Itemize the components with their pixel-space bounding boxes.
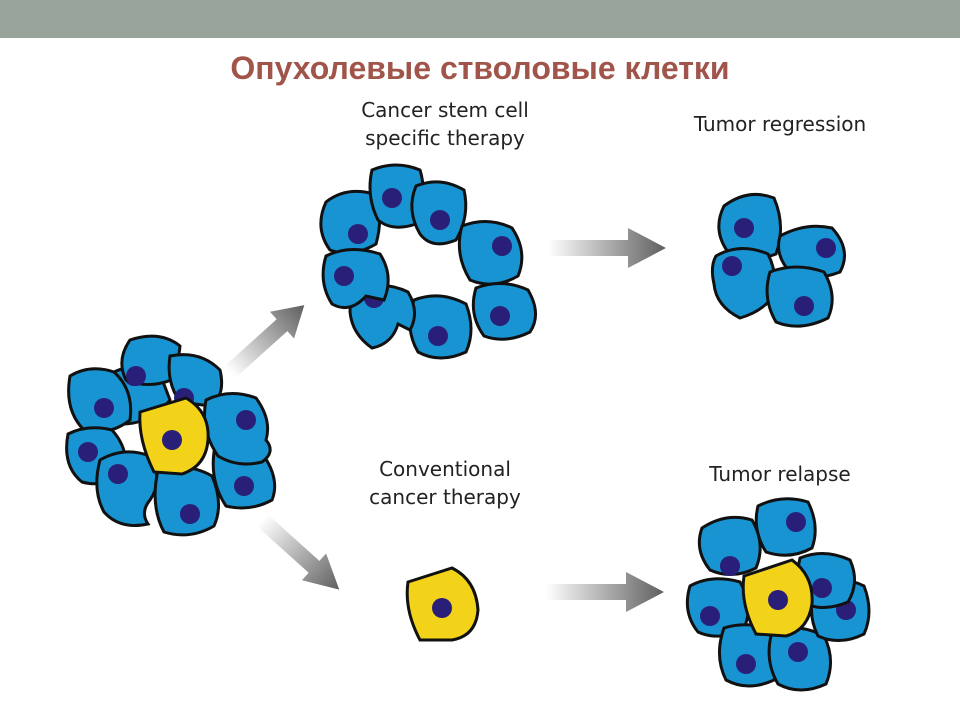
cancer-cell: [408, 294, 473, 360]
nucleus: [234, 476, 254, 496]
cell-body: [754, 497, 817, 557]
nucleus: [162, 430, 182, 450]
nucleus: [126, 366, 146, 386]
cell-body: [321, 248, 390, 310]
slide-title: Опухолевые стволовые клетки: [230, 50, 730, 86]
cancer-cell: [710, 247, 776, 320]
csc-therapy-label-line2: specific therapy: [365, 126, 525, 150]
cancer-cell: [368, 163, 425, 229]
tumor-relapse-label: Tumor relapse: [709, 462, 851, 486]
arrow-to-tumor-relapse: [546, 572, 664, 612]
nucleus: [348, 224, 368, 244]
cell-body: [710, 247, 776, 320]
nucleus: [428, 326, 448, 346]
nucleus: [492, 236, 512, 256]
nucleus: [430, 210, 450, 230]
cancer-cell: [67, 367, 133, 434]
conventional-therapy-label-line2: cancer therapy: [369, 485, 521, 509]
nucleus: [94, 398, 114, 418]
arrow-to-conventional-therapy: [256, 514, 340, 590]
nucleus: [108, 464, 128, 484]
nucleus: [720, 556, 740, 576]
cancer-cell: [717, 192, 782, 260]
cancer-cell: [697, 515, 762, 576]
nucleus: [490, 306, 510, 326]
nucleus: [736, 654, 756, 674]
nucleus: [812, 578, 832, 598]
nucleus: [768, 590, 788, 610]
arrow-to-csc-therapy: [224, 305, 305, 378]
nucleus: [816, 238, 836, 258]
cancer-cell: [410, 180, 468, 246]
nucleus: [180, 504, 200, 524]
nucleus: [382, 188, 402, 208]
cancer-cell: [457, 220, 524, 286]
csc-therapy-label-line1: Cancer stem cell: [361, 98, 529, 122]
surviving-stem-cell: [405, 566, 480, 642]
relapsed-tumor: [685, 497, 871, 692]
header-bar: [0, 0, 960, 38]
cancer-cell: [777, 224, 846, 279]
cell-body: [765, 265, 834, 328]
csc-therapy-label: Cancer stem cell specific therapy: [330, 96, 560, 152]
nucleus: [700, 606, 720, 626]
conventional-therapy-label-line1: Conventional: [379, 457, 511, 481]
cancer-cell: [348, 284, 416, 350]
cancer-cell: [153, 465, 220, 537]
nucleus: [786, 512, 806, 532]
cancer-cell: [203, 392, 272, 466]
cancer-cell: [471, 282, 537, 341]
nucleus: [236, 410, 256, 430]
tumor-regression-label: Tumor regression: [693, 112, 867, 136]
nucleus: [432, 598, 452, 618]
cancer-cell: [120, 334, 182, 386]
cancer-cell: [765, 265, 834, 328]
nucleus: [722, 256, 742, 276]
cancer-cell: [319, 189, 381, 255]
cancer-cell: [95, 450, 159, 527]
conventional-therapy-label: Conventional cancer therapy: [330, 455, 560, 511]
regressed-tumor: [710, 192, 846, 328]
cell-body: [697, 515, 762, 576]
stem-cell: [741, 558, 814, 638]
nucleus: [794, 296, 814, 316]
cancer-cell: [321, 248, 390, 310]
cell-body: [203, 392, 272, 466]
cell-body: [153, 465, 220, 537]
nucleus: [788, 642, 808, 662]
stem-cell: [138, 396, 210, 476]
cancer-cell: [767, 626, 832, 692]
cell-body: [457, 220, 524, 286]
nucleus: [734, 218, 754, 238]
ring-tumor: [319, 163, 537, 360]
original-tumor: [65, 334, 277, 537]
arrow-to-tumor-regression: [548, 228, 666, 268]
cell-body: [95, 450, 159, 527]
cancer-cell: [754, 497, 817, 557]
nucleus: [334, 266, 354, 286]
nucleus: [78, 442, 98, 462]
